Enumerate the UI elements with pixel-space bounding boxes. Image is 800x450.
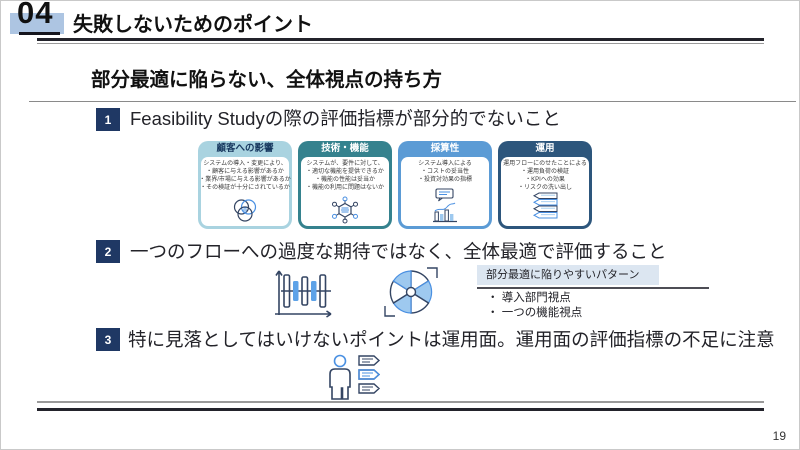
- bar-chart-comment-icon: [433, 188, 457, 223]
- card-customer-title: 顧客への影響: [216, 143, 274, 154]
- card-line: ・運用負荷の検証: [520, 169, 569, 175]
- slide-header-title: 失敗しないためのポイント: [73, 14, 313, 36]
- pattern-box-divider: [477, 287, 709, 289]
- deviation-chart-icon: [275, 270, 332, 318]
- point-3-text: 特に見落としてはいけないポイントは運用面。運用面の評価指標の不足に注意: [128, 329, 775, 350]
- section-divider: [29, 101, 796, 102]
- card-profitability-title: 採算性: [430, 143, 460, 154]
- slide-number-underline: [19, 32, 60, 35]
- footer-divider-thick: [37, 408, 764, 411]
- point-2-text: 一つのフローへの過度な期待ではなく、全体最適で評価すること: [130, 241, 667, 262]
- card-profitability: 採算性 システム導入による ・コストの妥当性 ・投資対効果の指標: [398, 141, 492, 229]
- card-operation: 運用 運用フローにのせたことによる ・運用負荷の検証 ・KPIへの効果 ・リスク…: [498, 141, 592, 229]
- card-line: システムが、要件に対して、: [306, 161, 384, 167]
- card-tech-title: 技術・機能: [321, 143, 369, 154]
- card-customer-impact: 顧客への影響 システムの導入・変更により、 ・顧客に与える影響があるか ・業界/…: [198, 141, 292, 229]
- venn-diagram-icon: [233, 199, 257, 222]
- card-line: ・その検証が十分にされているか: [200, 185, 290, 191]
- card-line: システムの導入・変更により、: [203, 161, 287, 167]
- point-2-badge: 2: [96, 240, 120, 263]
- card-line: 運用フローにのせたことによる: [503, 161, 587, 167]
- pattern-box-title: 部分最適に陥りやすいパターン: [477, 265, 659, 285]
- card-line: ・KPIへの効果: [525, 177, 565, 183]
- card-line: システム導入による: [418, 161, 472, 167]
- tag-list-icon: [532, 192, 558, 219]
- section-title: 部分最適に陥らない、全体視点の持ち方: [91, 69, 443, 91]
- person-checklist-icon: [329, 354, 381, 400]
- molecule-network-icon: [332, 196, 358, 224]
- point-1-badge: 1: [96, 108, 120, 131]
- slide-number-highlight: [10, 13, 64, 34]
- pattern-item-1: ・ 導入部門視点: [487, 292, 571, 304]
- card-profitability-body: システム導入による ・コストの妥当性 ・投資対効果の指標: [401, 157, 489, 226]
- card-tech-function: 技術・機能 システムが、要件に対して、 ・適切な機能を提供できるか ・機能の性能…: [298, 141, 392, 229]
- pattern-item-2: ・ 一つの機能視点: [487, 307, 583, 319]
- card-line: ・コストの妥当性: [420, 169, 469, 175]
- card-line: ・機能の性能は妥当か: [314, 177, 375, 183]
- point-1-text: Feasibility Studyの際の評価指標が部分的でないこと: [130, 108, 561, 129]
- slide-number: 04: [17, 0, 54, 30]
- card-customer-body: システムの導入・変更により、 ・顧客に与える影響があるか ・業界/市場に与える影…: [199, 157, 291, 226]
- card-line: ・機能の利用に問題はないか: [305, 185, 384, 191]
- footer-divider-thin: [37, 401, 764, 403]
- card-line: ・リスクの洗い出し: [517, 185, 572, 191]
- card-line: ・適切な機能を提供できるか: [306, 169, 384, 175]
- card-line: ・顧客に与える影響があるか: [206, 169, 284, 175]
- card-line: ・業界/市場に与える影響があるか: [199, 177, 291, 183]
- point-3-badge: 3: [96, 328, 120, 351]
- page-number: 19: [772, 429, 786, 443]
- card-operation-title: 運用: [535, 143, 555, 154]
- header-divider-thin: [37, 43, 764, 44]
- header-divider-thick: [37, 38, 764, 41]
- card-tech-body: システムが、要件に対して、 ・適切な機能を提供できるか ・機能の性能は妥当か ・…: [301, 157, 389, 226]
- card-line: ・投資対効果の指標: [417, 177, 472, 183]
- card-operation-body: 運用フローにのせたことによる ・運用負荷の検証 ・KPIへの効果 ・リスクの洗い…: [501, 157, 589, 226]
- pinwheel-icon: [384, 267, 438, 317]
